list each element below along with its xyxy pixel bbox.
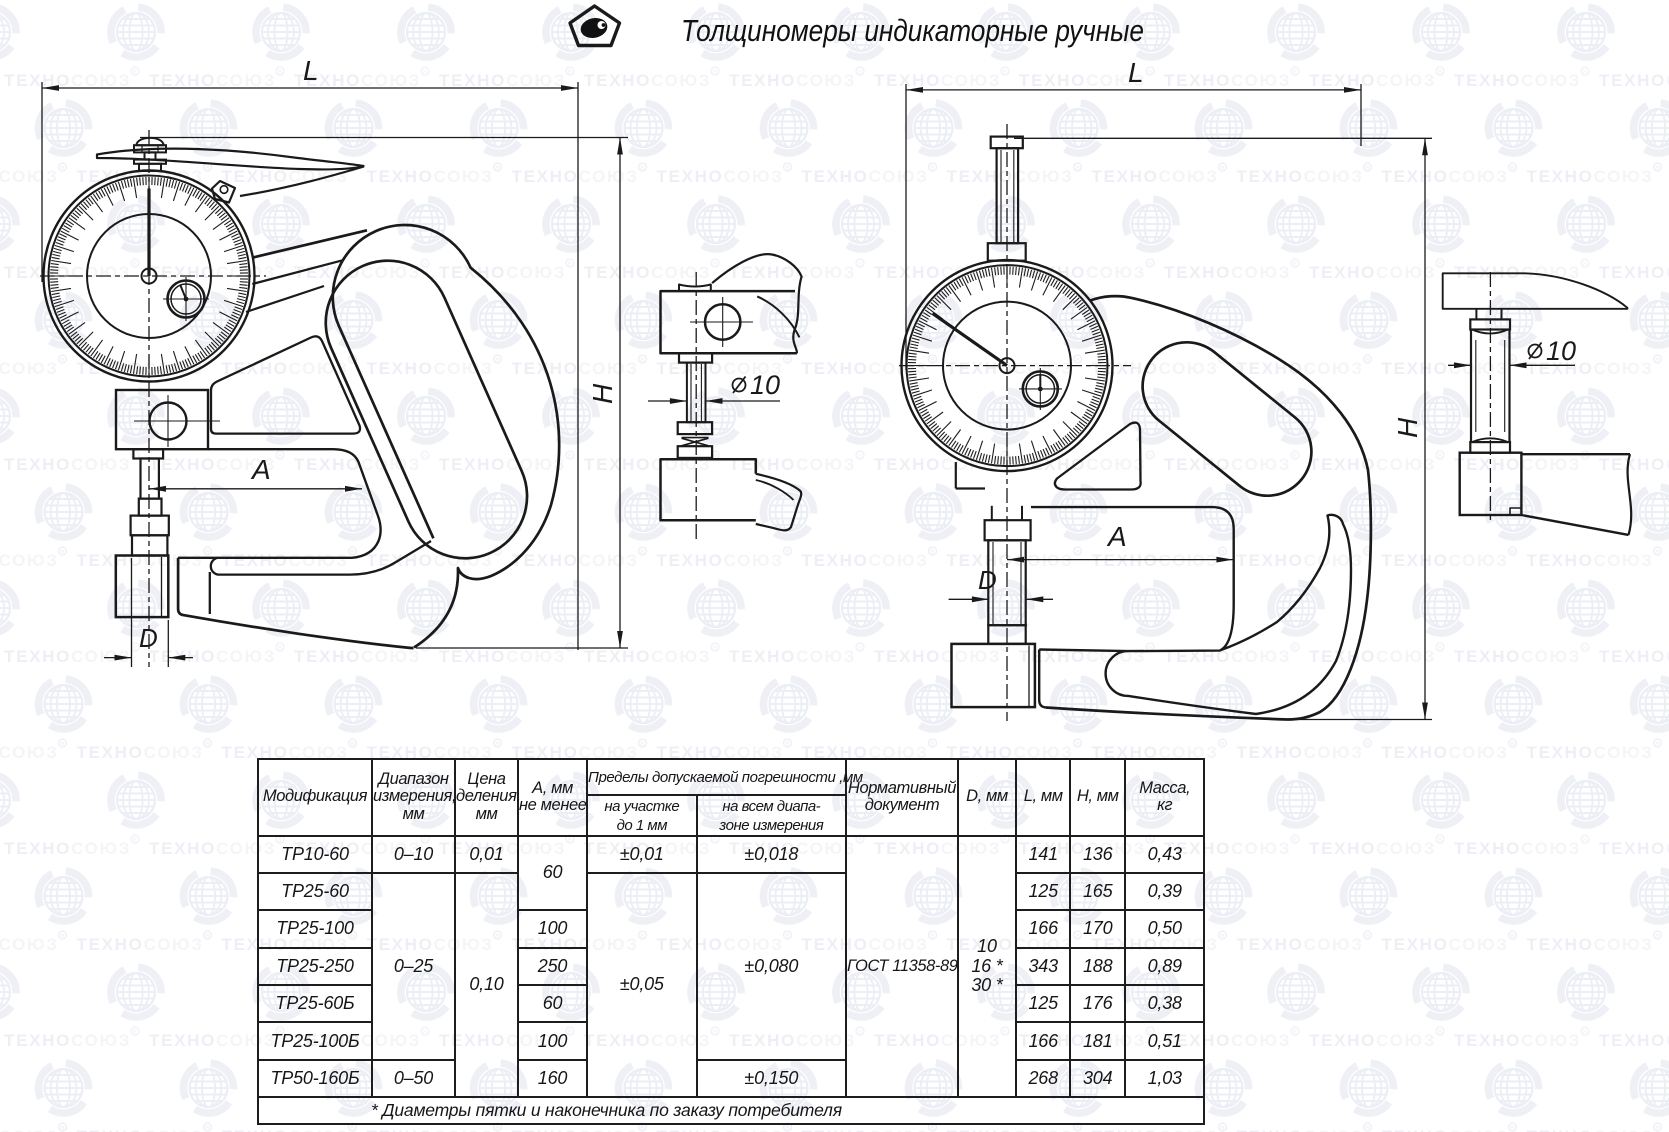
svg-text:H: H (1392, 417, 1423, 438)
svg-text:L: L (1128, 57, 1144, 88)
svg-text:Толщиномеры индикаторные ручны: Толщиномеры индикаторные ручные (681, 13, 1144, 48)
svg-text:H: H (587, 383, 618, 404)
svg-text:10: 10 (1546, 336, 1576, 366)
svg-text:L: L (303, 55, 319, 86)
svg-text:А: А (250, 454, 271, 485)
svg-text:10: 10 (750, 370, 780, 400)
svg-text:А: А (1106, 521, 1127, 552)
